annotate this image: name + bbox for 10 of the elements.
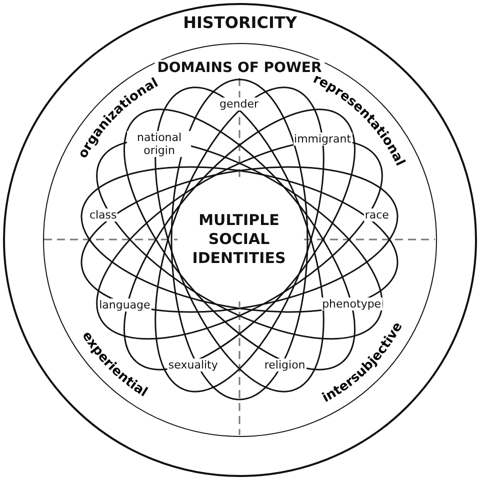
identity-label: race [364, 208, 390, 222]
outer-circle [3, 3, 477, 477]
center-heading: MULTIPLE SOCIAL IDENTITIES [191, 210, 287, 268]
identity-label: sexuality [167, 358, 219, 372]
identity-label: language [98, 298, 152, 312]
identity-label: phenotype [321, 298, 382, 310]
identity-label: religion [263, 358, 306, 372]
identity-label: class [88, 208, 118, 222]
identity-label: gender [218, 98, 260, 110]
ring-heading: DOMAINS OF POWER [154, 60, 325, 76]
